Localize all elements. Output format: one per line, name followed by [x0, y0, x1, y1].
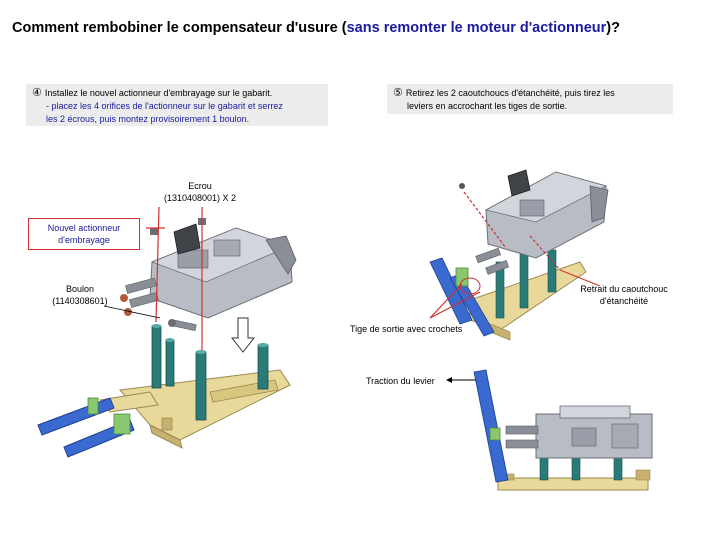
traction-arrow [446, 377, 476, 383]
ecrou-label: Ecrou (1310408001) X 2 [163, 181, 237, 203]
step-4-sub-1: - placez les 4 orifices de l'actionneur … [46, 101, 283, 111]
right-bottom-lever [473, 369, 509, 483]
page-title: Comment rembobiner le compensateur d'usu… [12, 20, 620, 36]
down-arrow [230, 317, 256, 353]
traction-label: Traction du levier [366, 376, 435, 386]
title-highlight: sans remonter le moteur d'actionneur [346, 20, 607, 36]
right-top-callouts [429, 191, 601, 319]
step-4-text: Installez le nouvel actionneur d'embraya… [44, 88, 273, 98]
step-4-number: ④ [32, 87, 42, 99]
right-bottom-actuator [505, 405, 653, 459]
new-actuator-box: Nouvel actionneur d'embrayage [28, 218, 140, 250]
step-4-sub-2: les 2 écrous, puis montez provisoirement… [46, 114, 250, 124]
step-5-text: Retirez les 2 caoutchoucs d'étanchéité, … [405, 88, 615, 98]
boulon-label: Boulon (1140308601) [52, 284, 108, 306]
step-5-text-2: leviers en accrochant les tiges de sorti… [407, 101, 568, 111]
left-bolt [168, 319, 197, 331]
rods-label: Tige de sortie avec crochets [350, 324, 463, 334]
boulon-leader [103, 305, 161, 319]
left-levers [37, 397, 135, 458]
left-rods [151, 324, 269, 431]
rubber-removal-label: Retrait du caoutchouc d'étanchéité [580, 284, 668, 306]
step-5-number: ⑤ [393, 87, 403, 99]
left-callouts [146, 206, 203, 350]
left-actuator [120, 218, 297, 319]
right-top-actuator [459, 169, 609, 275]
